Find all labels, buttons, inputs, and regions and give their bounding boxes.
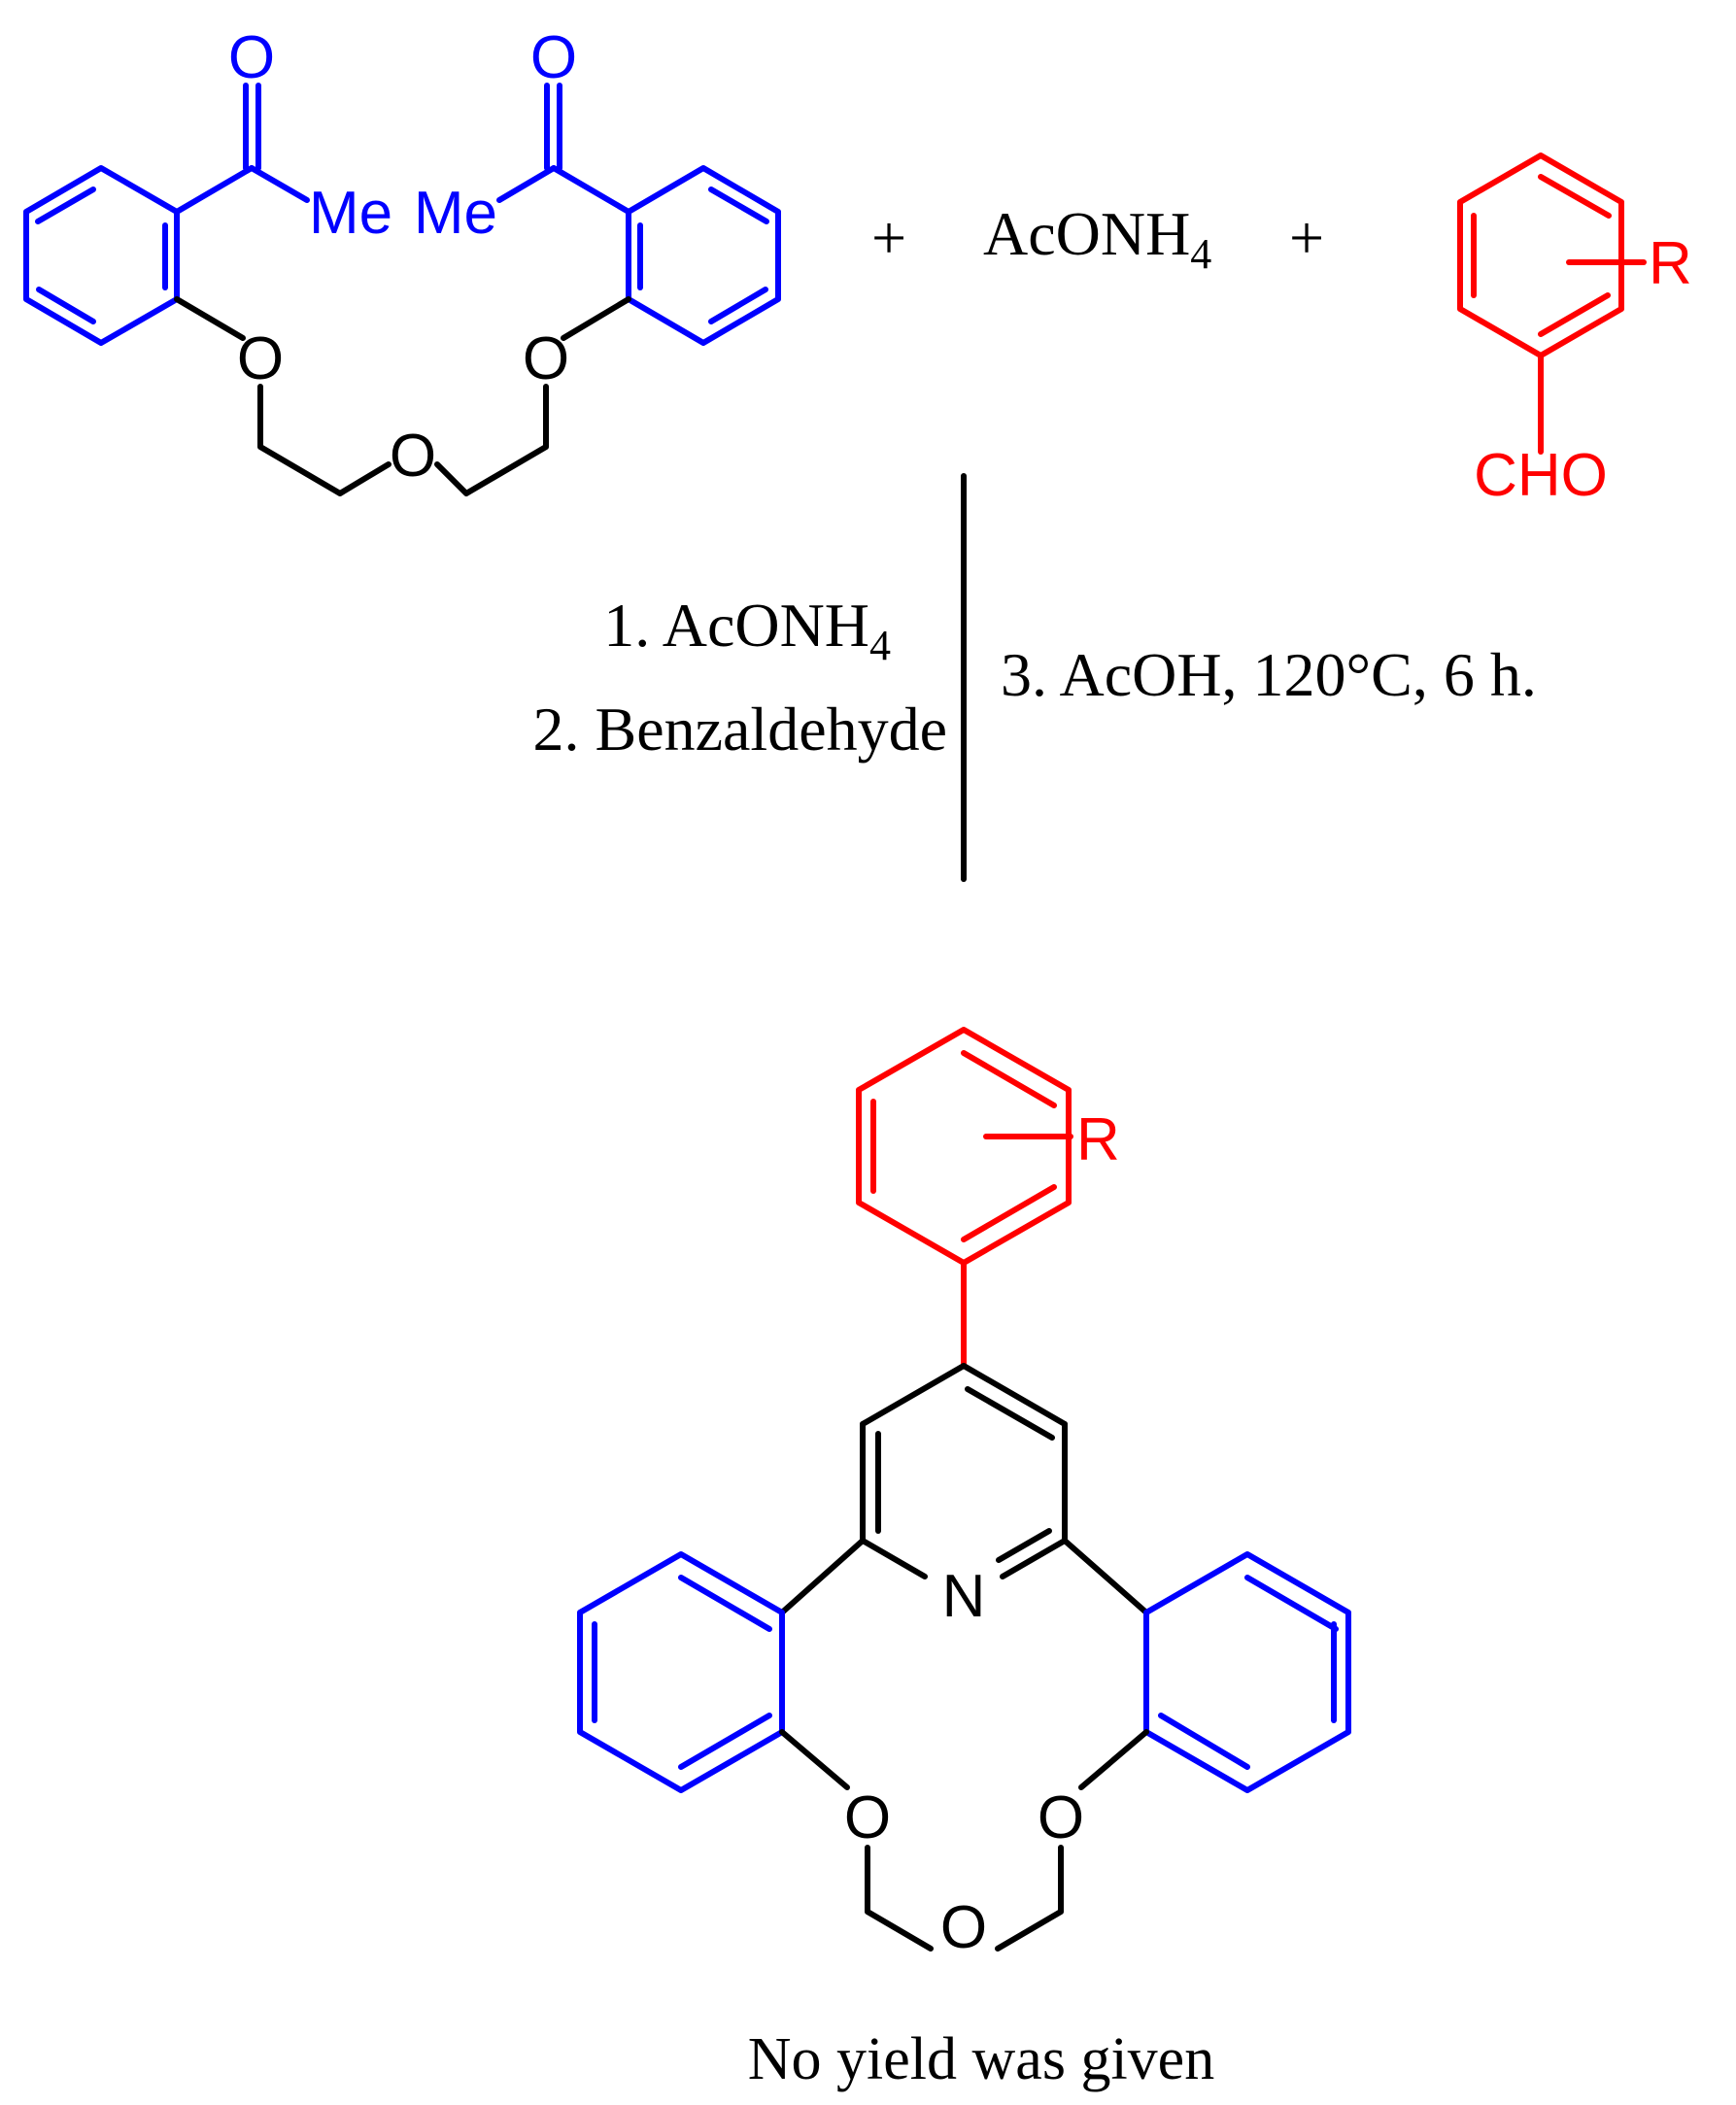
product-left-aryl-ring [577, 1551, 785, 1793]
product-ether-o-center: O [940, 1894, 987, 1961]
condition-step-2: 2. Benzaldehyde [533, 695, 948, 764]
ether-o-left: O [237, 325, 284, 392]
plus-sign-1: + [871, 203, 906, 272]
product-ether-bridge [779, 1729, 1149, 1952]
yield-caption: No yield was given [748, 2026, 1214, 2092]
aldehyde-benzene-ring [1457, 153, 1624, 358]
product-ether-o-left: O [844, 1784, 891, 1851]
diketone-ether-bridge [174, 296, 631, 496]
ether-o-center: O [390, 423, 436, 490]
methyl-label-left: Me [309, 180, 392, 247]
ammonium-acetate: AcONH4 [983, 199, 1211, 278]
left-benzene-ring [23, 165, 180, 346]
pyridine-ring [779, 1363, 1149, 1615]
carbonyl-o-left: O [228, 24, 275, 91]
condition-step-1: 1. AcONH4 [603, 591, 891, 669]
plus-sign-2: + [1289, 203, 1324, 272]
aldehyde-reactant [1457, 153, 1647, 455]
aldehyde-r-substituent: R [1649, 230, 1692, 297]
ether-o-right: O [523, 325, 569, 392]
methyl-label-right: Me [414, 180, 497, 247]
right-benzene-ring [626, 165, 781, 346]
pyridine-nitrogen: N [942, 1563, 986, 1630]
aldehyde-cho-group: CHO [1474, 442, 1608, 509]
product-ether-o-right: O [1038, 1784, 1084, 1851]
product-right-aryl-ring [1143, 1551, 1351, 1793]
diketone-reactant [23, 83, 781, 346]
product-aryl-ring [856, 1027, 1073, 1369]
product-r-substituent: R [1076, 1106, 1120, 1173]
carbonyl-o-right: O [530, 24, 577, 91]
condition-step-3: 3. AcOH, 120°C, 6 h. [1001, 640, 1537, 709]
